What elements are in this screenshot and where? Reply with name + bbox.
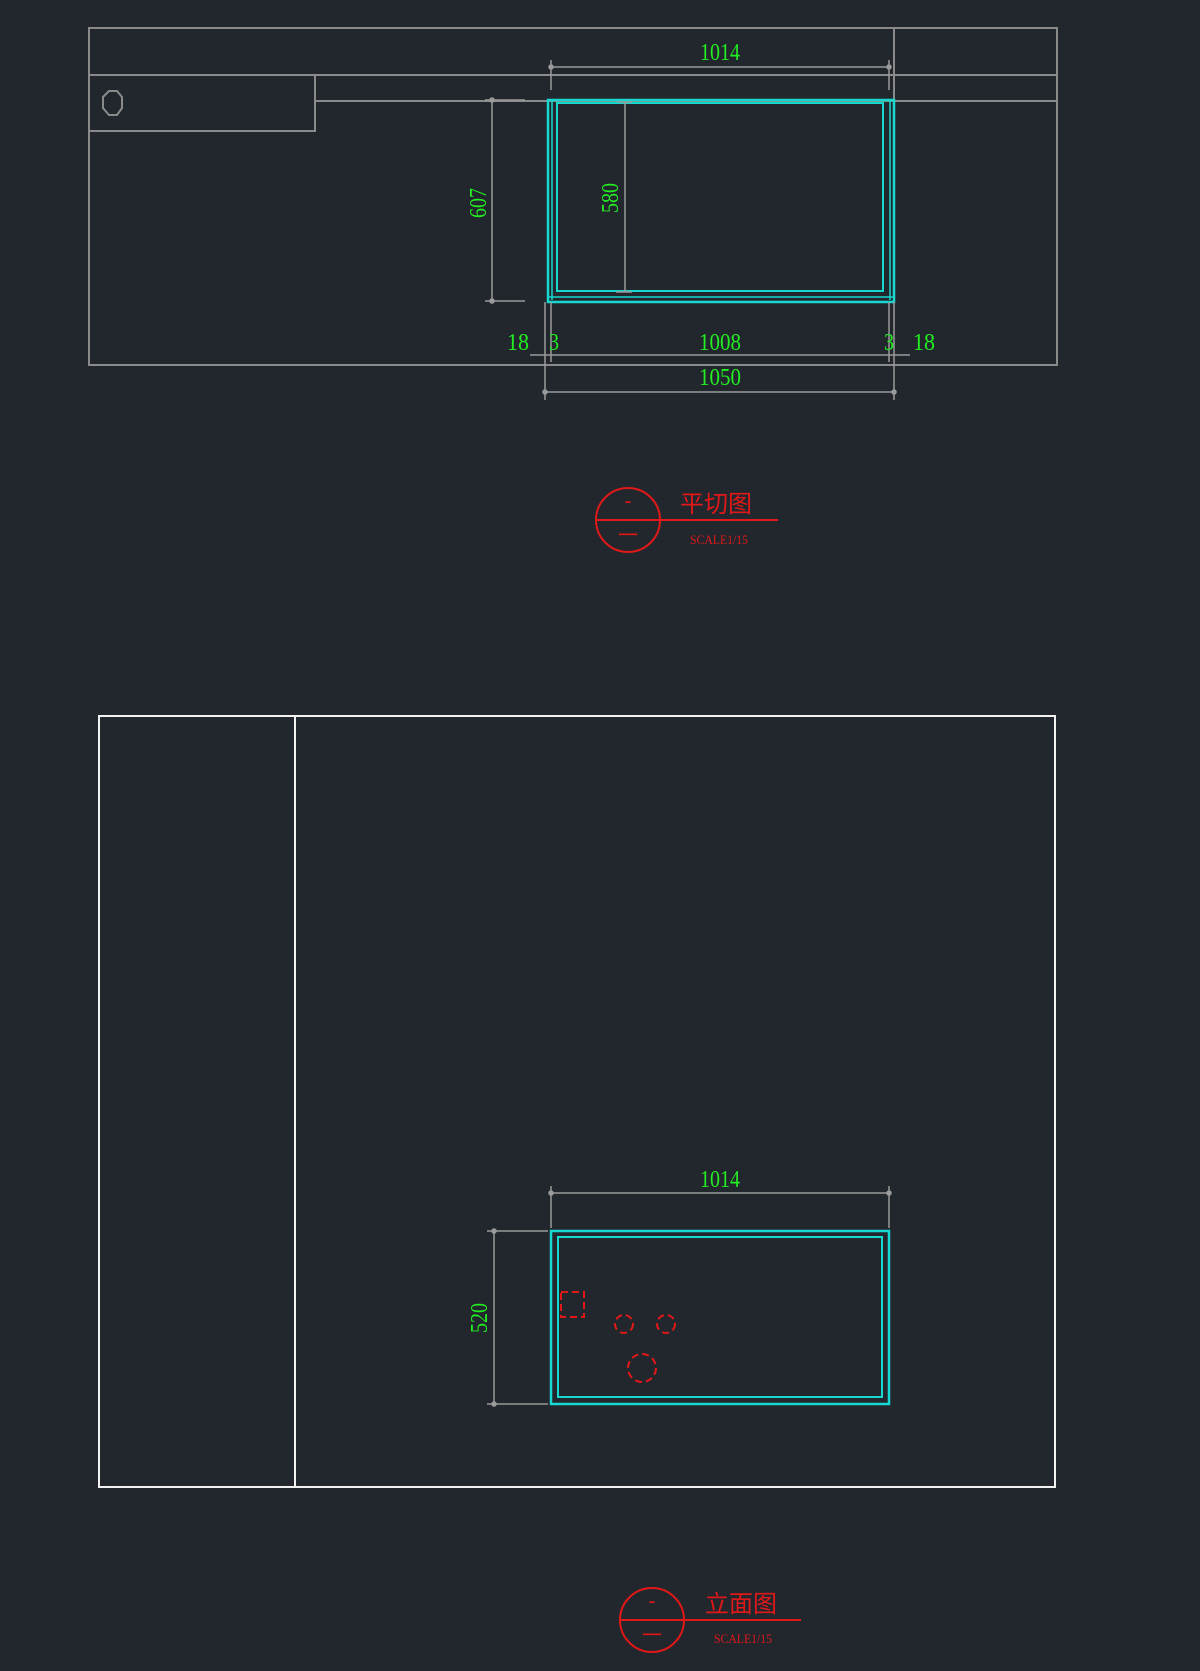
dim-tick-top-right — [886, 64, 892, 70]
elevation-cabinet-inner — [557, 1236, 883, 1398]
dim-tick-overall-right — [891, 389, 897, 395]
plan-title-block: - 一 平切图 SCALE1/15 — [595, 487, 778, 553]
elevation-view: 1014 520 - 一 立面图 SCALE1/15 — [98, 715, 1056, 1653]
socket-circle-icon — [656, 1314, 676, 1334]
socket-outlet-icon — [560, 1291, 585, 1318]
dim-tick-elev-top-left — [548, 1190, 554, 1196]
dim-top-width: 1014 — [700, 40, 740, 66]
dim-tick-outer-top — [489, 97, 495, 103]
plan-outer-frame — [88, 27, 1058, 366]
dim-tick-elev-height-bottom — [491, 1401, 497, 1407]
elevation-cabinet — [549, 1229, 891, 1406]
dim-tick-top-left — [548, 64, 554, 70]
dim-right-panel: 3 — [884, 330, 894, 356]
plan-symbol-top: - — [624, 489, 631, 513]
socket-circle-icon — [614, 1314, 634, 1334]
elevation-cabinet-outer — [549, 1229, 891, 1406]
elevation-dimension-lines — [487, 1186, 892, 1407]
plan-symbol-bottom: 一 — [618, 523, 638, 547]
dim-tick-outer-bottom — [489, 298, 495, 304]
elevation-outer-frame — [98, 715, 1056, 1488]
elevation-symbol-bottom: 一 — [642, 1623, 662, 1647]
dim-tick-elev-height-top — [491, 1228, 497, 1234]
plan-left-block — [88, 74, 316, 132]
dim-inner-width: 1008 — [699, 330, 741, 356]
dim-right-side: 18 — [913, 330, 935, 356]
elevation-symbol-top: - — [648, 1589, 655, 1613]
plan-room-outline — [88, 27, 1058, 366]
elevation-wall-outline — [98, 715, 1056, 1488]
plan-dimension-lines — [485, 60, 910, 400]
dim-height-inner: 580 — [598, 183, 624, 213]
elevation-view-title: 立面图 — [705, 1590, 777, 1618]
elevation-fixtures — [560, 1291, 676, 1383]
dim-elev-top-width: 1014 — [700, 1167, 740, 1193]
plan-view-scale: SCALE1/15 — [690, 532, 748, 547]
dim-left-side: 18 — [507, 330, 529, 356]
plan-view: 1014 607 580 18 3 1008 3 18 1050 - 一 平切图… — [88, 27, 1058, 553]
plan-cabinet-inner — [556, 102, 884, 292]
elevation-view-scale: SCALE1/15 — [714, 1631, 772, 1646]
dim-left-panel: 3 — [549, 330, 559, 356]
plan-cabinet-outer — [546, 98, 896, 304]
plan-view-title: 平切图 — [680, 490, 752, 518]
dim-height-outer: 607 — [466, 188, 492, 218]
hexagon-icon — [102, 90, 123, 116]
plan-cabinet — [546, 98, 896, 304]
dim-tick-elev-top-right — [886, 1190, 892, 1196]
dim-overall-width: 1050 — [699, 365, 741, 391]
socket-circle-icon — [627, 1353, 657, 1383]
elevation-title-block: - 一 立面图 SCALE1/15 — [619, 1587, 801, 1653]
dim-tick-overall-left — [542, 389, 548, 395]
dim-elev-height: 520 — [467, 1303, 493, 1333]
